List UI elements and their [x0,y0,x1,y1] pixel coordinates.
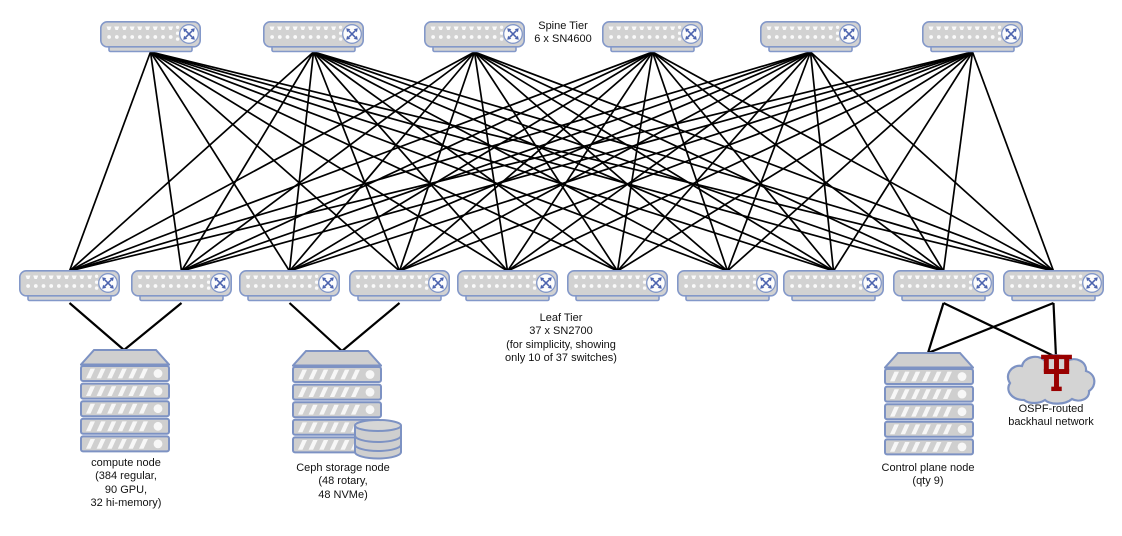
control-node-label: Control plane node (qty 9) [882,462,975,489]
ceph-storage-node-icon [292,349,402,460]
cloud-icon [1006,354,1096,405]
ceph-node-label: Ceph storage node (48 rotary, 48 NVMe) [296,462,390,502]
leaf-switch-2 [131,270,233,302]
compute-node-icon [80,348,170,454]
compute-node-label: compute node (384 regular, 90 GPU, 32 hi… [91,457,162,511]
leaf-switch-9 [893,270,995,302]
leaf-tier-label-line1: Leaf Tier [539,312,583,324]
leaf-tier-label-line4: only 10 of 37 switches) [505,352,617,365]
backhaul-cloud [1003,352,1099,406]
leaf-switch-5 [457,270,559,302]
cloud-label-line1: OSPF-routed [1018,403,1084,415]
switch-icon [349,270,451,302]
leaf-node-links [68,301,1058,358]
iu-trident-logo [1041,354,1072,392]
switch-icon [457,270,559,302]
spine-switch-2 [263,21,365,53]
cloud-label-line2: backhaul network [1008,416,1094,429]
compute-node-label-line4: 32 hi-memory) [90,497,162,510]
spine-switch-3 [424,21,526,53]
control-node-label-line1: Control plane node [881,462,975,474]
leaf-tier-label-line2: 37 x SN2700 [529,325,593,338]
leaf-tier-label-line3: (for simplicity, showing [506,338,616,351]
rack-server-icon [292,350,382,454]
switch-icon [893,270,995,302]
leaf-switch-4 [349,270,451,302]
switch-icon [760,21,862,53]
switch-icon [677,270,779,302]
leaf-switch-8 [783,270,885,302]
ceph-node-label-line2: (48 rotary, [318,475,368,488]
switch-icon [922,21,1024,53]
switch-icon [263,21,365,53]
leaf-tier-label: Leaf Tier 37 x SN2700 (for simplicity, s… [505,312,617,366]
rack-server-icon [80,349,170,453]
spine-switch-6 [922,21,1024,53]
switch-icon [19,270,121,302]
control-node-label-line2: (qty 9) [912,475,944,488]
switch-icon [131,270,233,302]
leaf-switch-6 [567,270,669,302]
cloud-label: OSPF-routed backhaul network [1008,403,1094,430]
database-cylinders-icon [354,419,402,460]
leaf-switch-10 [1003,270,1105,302]
leaf-switch-1 [19,270,121,302]
spine-switch-4 [602,21,704,53]
switch-icon [424,21,526,53]
rack-server-icon [884,352,974,456]
compute-node-label-line2: (384 regular, [95,470,157,483]
ceph-node-label-line1: Ceph storage node [296,462,390,474]
switch-icon [100,21,202,53]
spine-tier-label: Spine Tier 6 x SN4600 [534,20,591,47]
switch-icon [567,270,669,302]
switch-icon [239,270,341,302]
switch-icon [1003,270,1105,302]
spine-switch-5 [760,21,862,53]
switch-icon [602,21,704,53]
spine-switch-1 [100,21,202,53]
compute-node-label-line3: 90 GPU, [104,483,148,496]
leaf-switch-3 [239,270,341,302]
compute-node-label-line1: compute node [91,457,161,469]
switch-icon [783,270,885,302]
control-plane-node-icon [884,351,974,457]
spine-leaf-links [68,51,1055,272]
spine-tier-label-line1: Spine Tier [538,20,588,32]
leaf-switch-7 [677,270,779,302]
ceph-node-label-line3: 48 NVMe) [318,488,368,501]
spine-tier-label-line2: 6 x SN4600 [534,33,592,46]
